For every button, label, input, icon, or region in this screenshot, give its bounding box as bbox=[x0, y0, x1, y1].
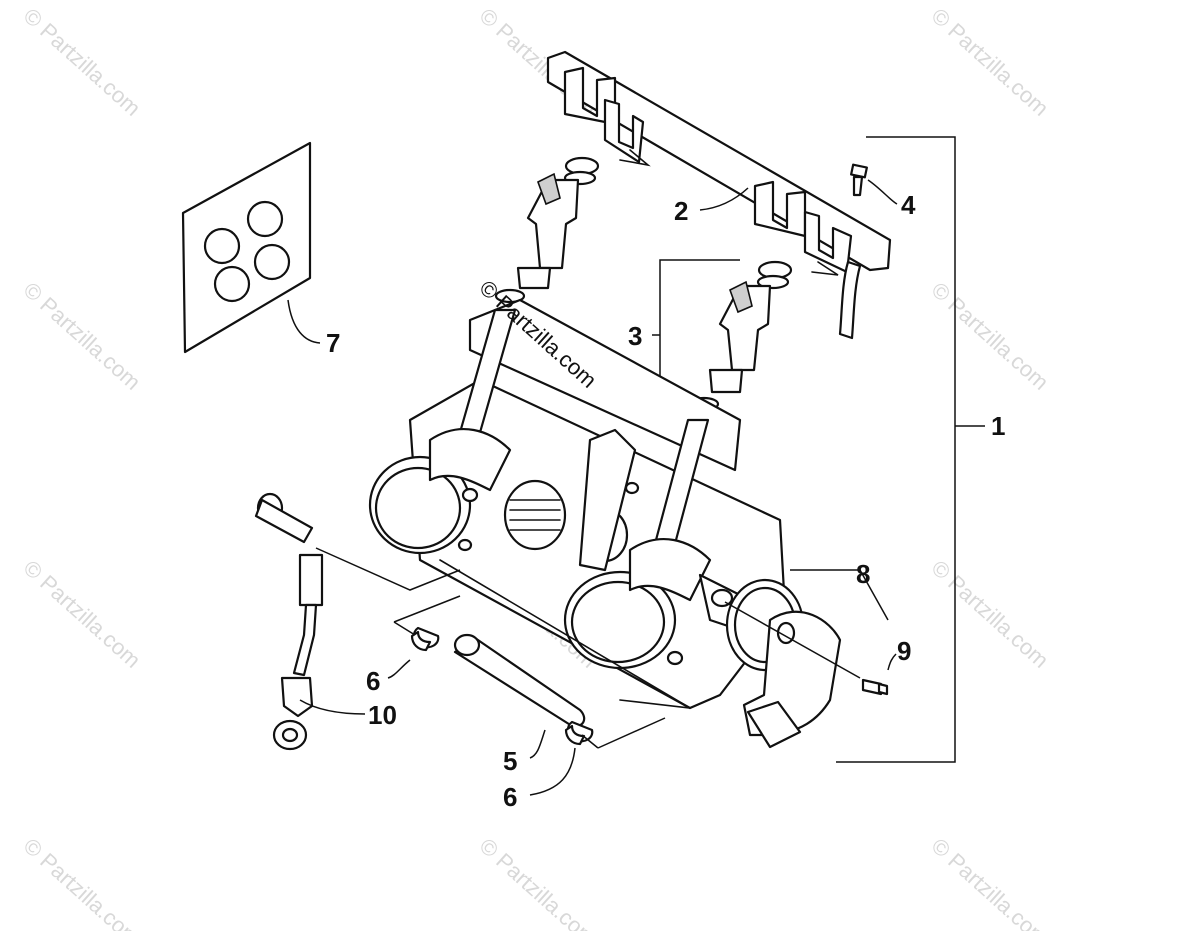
watermark-mid-right: © Partzilla.com bbox=[927, 277, 1054, 395]
callout-9: 9 bbox=[897, 636, 911, 666]
callout-5: 5 bbox=[503, 746, 517, 776]
watermark-mid-left: © Partzilla.com bbox=[19, 277, 146, 395]
hose-assembly-illustration bbox=[254, 492, 461, 751]
watermark-bottom-mid: © Partzilla.com bbox=[475, 833, 602, 931]
callout-4: 4 bbox=[901, 190, 916, 220]
sensor-screw-illustration bbox=[861, 653, 897, 696]
watermark-low-right: © Partzilla.com bbox=[927, 555, 1054, 673]
fuel-injector-illustration bbox=[494, 156, 793, 412]
callout-1: 1 bbox=[991, 411, 1005, 441]
fuel-rail-illustration bbox=[546, 50, 892, 340]
assembly-bracket bbox=[836, 136, 985, 763]
callout-6-lower: 6 bbox=[503, 782, 517, 812]
callout-3: 3 bbox=[628, 321, 642, 351]
callout-8: 8 bbox=[856, 559, 870, 589]
watermark-top-right: © Partzilla.com bbox=[927, 3, 1054, 121]
screw-illustration bbox=[850, 163, 898, 205]
callout-7: 7 bbox=[326, 328, 340, 358]
callout-10: 10 bbox=[368, 700, 397, 730]
callout-6-upper: 6 bbox=[366, 666, 380, 696]
callout-2: 2 bbox=[674, 196, 688, 226]
gasket-kit-illustration bbox=[181, 141, 321, 354]
throttle-body-illustration bbox=[368, 298, 787, 710]
watermark-low-left: © Partzilla.com bbox=[19, 555, 146, 673]
hose-clamps-illustration bbox=[387, 595, 666, 796]
watermark-bottom-left: © Partzilla.com bbox=[19, 833, 146, 931]
watermark-bottom-right: © Partzilla.com bbox=[927, 833, 1054, 931]
sensor-oring-illustration bbox=[724, 569, 889, 749]
callout-labels: 1 2 3 4 5 6 6 7 8 9 10 bbox=[326, 190, 1005, 812]
watermark-top-left: © Partzilla.com bbox=[19, 3, 146, 121]
